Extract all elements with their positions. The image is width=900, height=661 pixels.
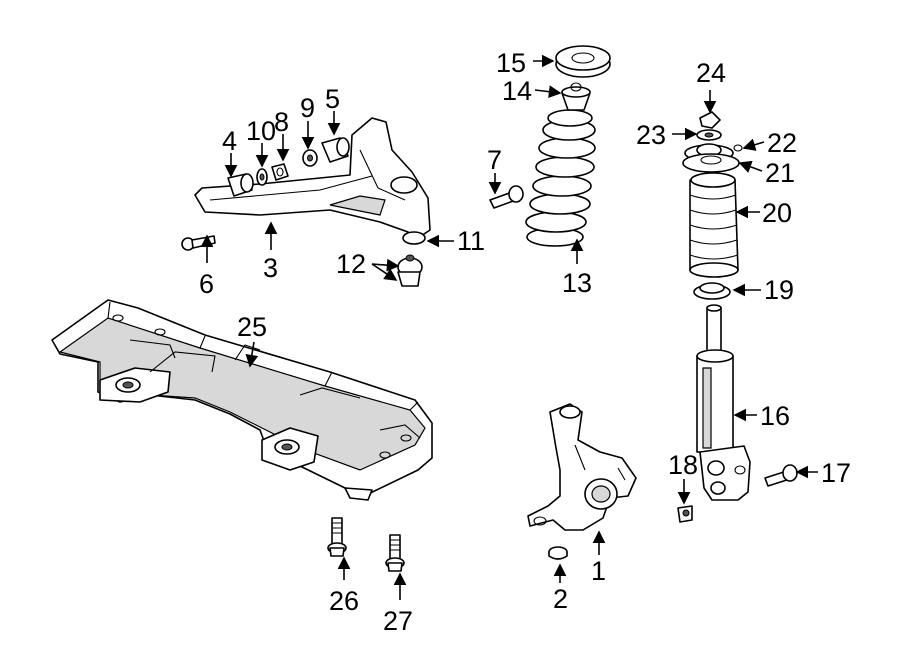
bolt-27 <box>385 534 405 572</box>
spring-seat-21 <box>682 153 740 173</box>
callout-27: 27 <box>383 606 413 636</box>
callout-3: 3 <box>263 253 278 283</box>
nut-24 <box>699 111 721 129</box>
callout-13: 13 <box>562 268 592 298</box>
callout-17: 17 <box>821 458 851 488</box>
bumper-19 <box>693 282 731 300</box>
callout-22: 22 <box>767 128 797 158</box>
callout-10: 10 <box>246 116 276 146</box>
leader-arrows <box>200 54 818 600</box>
spring-13 <box>525 109 596 247</box>
callout-16: 16 <box>760 401 790 431</box>
washer-9 <box>302 149 318 167</box>
callout-4: 4 <box>222 126 237 156</box>
knuckle-1 <box>527 403 637 531</box>
nut-18 <box>677 505 693 523</box>
callout-12: 12 <box>336 249 366 279</box>
callout-labels: 1 2 3 4 5 6 7 8 9 10 11 12 13 14 15 16 1… <box>199 48 851 636</box>
callout-25: 25 <box>237 312 267 342</box>
callout-15: 15 <box>496 48 526 78</box>
callout-7: 7 <box>487 145 502 175</box>
crossmember-25 <box>51 299 433 501</box>
ball-joint-12 <box>397 254 423 287</box>
bump-stop-14 <box>561 82 591 111</box>
washer-10 <box>256 168 268 186</box>
callout-9: 9 <box>300 93 315 123</box>
callout-26: 26 <box>329 586 359 616</box>
callout-11: 11 <box>457 226 485 256</box>
callout-23: 23 <box>636 120 666 150</box>
bolt-17 <box>764 464 798 487</box>
cap-2 <box>548 546 568 560</box>
boot-20 <box>689 172 739 278</box>
bolt-26 <box>327 517 347 557</box>
bolt-6 <box>181 235 216 251</box>
callout-20: 20 <box>762 198 792 228</box>
insulator-15 <box>555 45 611 78</box>
bushing-4 <box>227 173 254 197</box>
callout-18: 18 <box>668 450 698 480</box>
nut-8 <box>271 163 289 181</box>
callout-21: 21 <box>765 158 795 188</box>
washer-23 <box>696 129 722 141</box>
callout-6: 6 <box>199 269 214 299</box>
callout-5: 5 <box>325 84 340 114</box>
bushing-5 <box>321 137 350 163</box>
callout-14: 14 <box>502 76 532 106</box>
control-arm-3 <box>194 117 431 245</box>
callout-2: 2 <box>553 584 568 614</box>
callout-24: 24 <box>696 58 726 88</box>
callout-19: 19 <box>764 275 794 305</box>
bolt-7 <box>489 185 524 209</box>
strut-16 <box>696 304 751 501</box>
callout-8: 8 <box>274 107 289 137</box>
callout-1: 1 <box>591 556 606 586</box>
